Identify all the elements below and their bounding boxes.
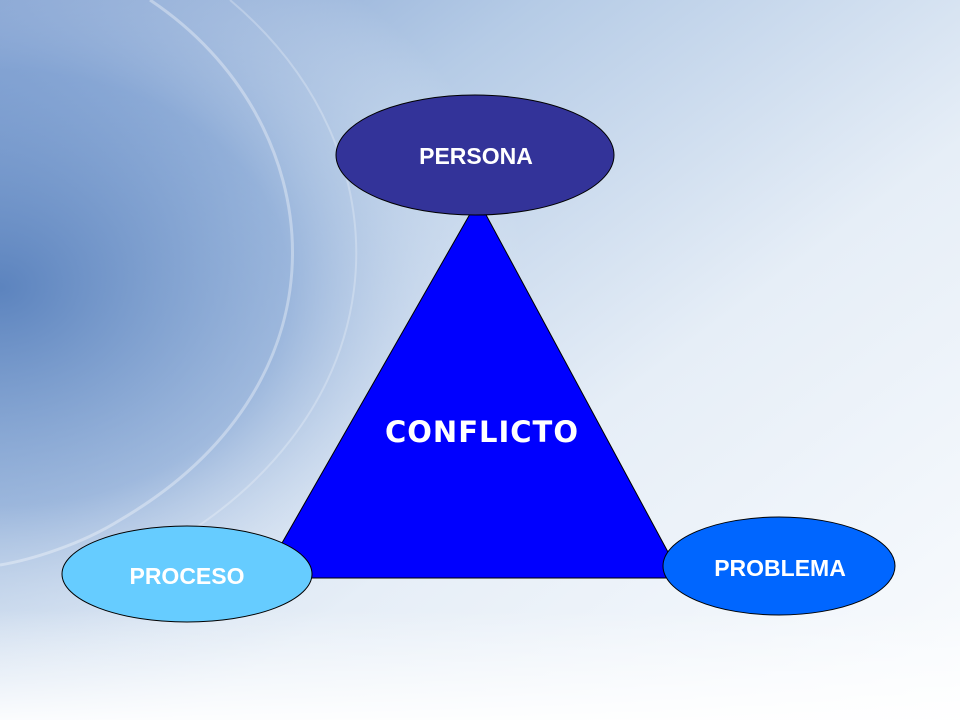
center-label: CONFLICTO xyxy=(385,415,579,449)
node-persona-label: PERSONA xyxy=(419,143,533,169)
background-bottom-band xyxy=(0,610,960,720)
node-proceso-label: PROCESO xyxy=(129,563,244,589)
node-proceso-ellipse xyxy=(61,525,313,623)
background-arc-2 xyxy=(139,0,358,561)
conflict-triangle xyxy=(261,198,683,579)
node-problema: PROBLEMA xyxy=(662,516,896,616)
node-persona: PERSONA xyxy=(335,94,615,216)
background-arc-1 xyxy=(0,0,294,567)
node-proceso: PROCESO xyxy=(61,525,313,623)
node-persona-ellipse xyxy=(335,94,615,216)
node-problema-label: PROBLEMA xyxy=(714,555,846,581)
node-problema-ellipse xyxy=(662,516,896,616)
